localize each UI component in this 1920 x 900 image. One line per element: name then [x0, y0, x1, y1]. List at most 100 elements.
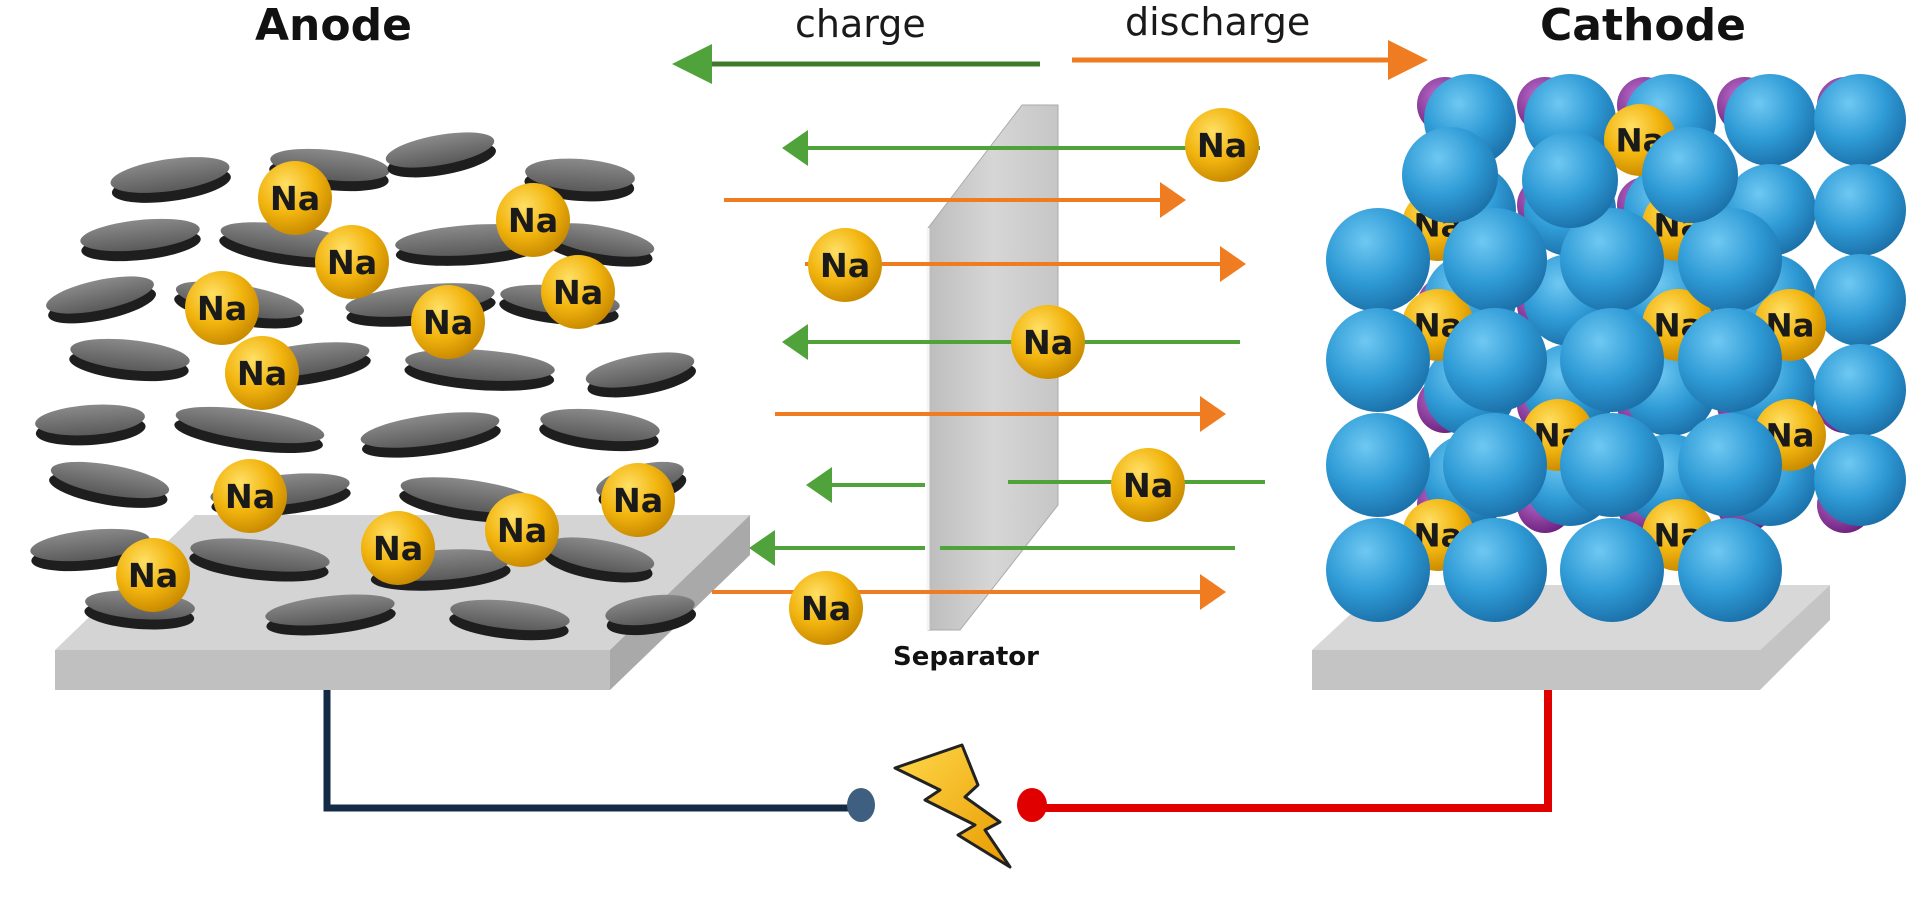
cathode-large-atom: [1326, 518, 1430, 622]
lightning-bolt-icon: [893, 743, 1012, 869]
anode-sodium-ion: Na: [541, 255, 615, 329]
charge-arrow: [782, 130, 1260, 166]
charge-arrow: [749, 530, 925, 566]
carbon-flake: [360, 412, 501, 458]
cathode-large-atom: [1814, 164, 1906, 256]
external-circuit: [323, 690, 1552, 869]
carbon-flake: [189, 538, 330, 582]
migrating-sodium-ion: Na: [808, 228, 882, 302]
cathode-large-atom: [1814, 74, 1906, 166]
ion-label: Na: [497, 511, 547, 550]
cathode-large-atom: [1326, 208, 1430, 312]
cathode-large-atom: [1560, 308, 1664, 412]
carbon-flake: [449, 599, 570, 641]
cathode-large-atom: [1814, 344, 1906, 436]
cathode-large-atom: [1326, 413, 1430, 517]
carbon-flake: [46, 276, 156, 324]
cathode-large-atom: [1678, 413, 1782, 517]
carbon-flake: [110, 157, 231, 203]
ion-label: Na: [270, 179, 320, 218]
ion-label: Na: [225, 477, 275, 516]
anode-sodium-ion: Na: [116, 538, 190, 612]
cathode-large-atom: [1814, 434, 1906, 526]
ion-label: Na: [1023, 323, 1073, 362]
ion-label: Na: [423, 303, 473, 342]
discharge-direction-arrow: [1072, 40, 1428, 80]
cathode-large-atom: [1678, 518, 1782, 622]
carbon-flake: [265, 594, 396, 636]
carbon-flake: [174, 406, 325, 454]
carbon-flake: [605, 594, 696, 636]
ion-label: Na: [373, 529, 423, 568]
ion-label: Na: [508, 201, 558, 240]
charge-label: charge: [795, 2, 926, 46]
carbon-flake: [80, 218, 201, 262]
cathode-large-atom: [1443, 518, 1547, 622]
charge-direction-arrow: [672, 44, 1040, 84]
cathode-large-atom: [1443, 208, 1547, 312]
cathode-large-atom: [1522, 132, 1618, 228]
ion-label: Na: [820, 246, 870, 285]
ion-flow-arrows: [712, 130, 1265, 610]
negative-wire: [323, 690, 860, 812]
ion-label: Na: [1197, 126, 1247, 165]
cathode-large-atom: [1678, 208, 1782, 312]
cathode-large-atom: [1724, 74, 1816, 166]
anode-sodium-ion: Na: [411, 285, 485, 359]
positive-wire: [1036, 690, 1552, 812]
carbon-flake: [69, 338, 190, 382]
carbon-flake: [404, 349, 555, 391]
anode-sodium-ion: Na: [213, 459, 287, 533]
ion-label: Na: [128, 556, 178, 595]
carbon-flake: [539, 408, 660, 452]
migrating-sodium-ion: Na: [1011, 305, 1085, 379]
anode-sodium-ion: Na: [361, 511, 435, 585]
migrating-sodium-ion: Na: [1185, 108, 1259, 182]
cathode-large-atom: [1642, 127, 1738, 223]
carbon-flake: [544, 537, 655, 583]
cathode-large-atom: [1560, 208, 1664, 312]
cathode-large-atom: [1443, 413, 1547, 517]
anode-sodium-ion: Na: [258, 161, 332, 235]
carbon-flake: [35, 404, 146, 446]
migrating-sodium-ion: Na: [789, 571, 863, 645]
cathode-large-atom: [1678, 308, 1782, 412]
anode-sodium-ion: Na: [315, 225, 389, 299]
charge-arrow: [806, 467, 925, 503]
carbon-flake: [585, 352, 696, 398]
anode-title: Anode: [255, 0, 412, 51]
cathode-title: Cathode: [1540, 0, 1746, 51]
anode-sodium-ion: Na: [485, 493, 559, 567]
cathode-large-atom: [1814, 254, 1906, 346]
carbon-flake: [385, 132, 496, 178]
migrating-sodium-ion: Na: [1111, 448, 1185, 522]
ion-label: Na: [553, 273, 603, 312]
anode-sodium-ion: Na: [601, 463, 675, 537]
ion-label: Na: [1123, 466, 1173, 505]
cathode-large-atom: [1326, 308, 1430, 412]
cathode-large-atom: [1560, 413, 1664, 517]
negative-terminal-dot-icon: [847, 788, 875, 822]
ion-label: Na: [327, 243, 377, 282]
separator-membrane: [926, 104, 1059, 631]
ion-label: Na: [801, 589, 851, 628]
ion-label: Na: [613, 481, 663, 520]
positive-terminal-dot-icon: [1017, 788, 1047, 822]
cathode-large-atom: [1443, 308, 1547, 412]
separator-label: Separator: [893, 642, 1039, 672]
discharge-label: discharge: [1125, 0, 1311, 44]
anode-sodium-ion: Na: [496, 183, 570, 257]
discharge-arrow: [775, 396, 1226, 432]
ion-label: Na: [197, 289, 247, 328]
cathode-large-atom: [1560, 518, 1664, 622]
carbon-flake: [49, 461, 170, 508]
anode-sodium-ion: Na: [185, 271, 259, 345]
cathode-large-atom: [1402, 127, 1498, 223]
carbon-flake: [544, 223, 655, 267]
ion-label: Na: [237, 354, 287, 393]
